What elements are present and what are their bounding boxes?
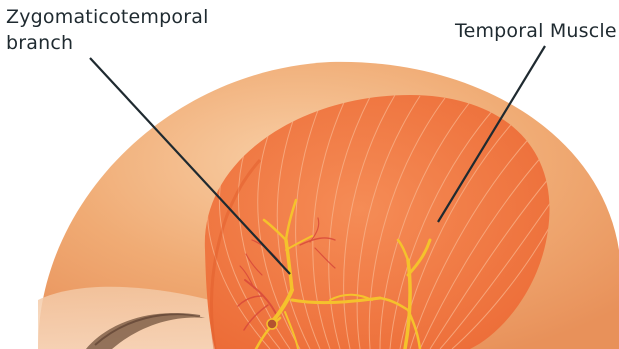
zygomaticotemporal-label-line1: Zygomaticotemporal	[6, 4, 209, 30]
nerve-origin-node	[267, 319, 277, 329]
zygomaticotemporal-label-line2: branch	[6, 30, 209, 56]
zygomaticotemporal-label: Zygomaticotemporal branch	[6, 4, 209, 56]
forehead-skin	[38, 287, 215, 349]
temporal-muscle-label: Temporal Muscle	[455, 18, 617, 44]
